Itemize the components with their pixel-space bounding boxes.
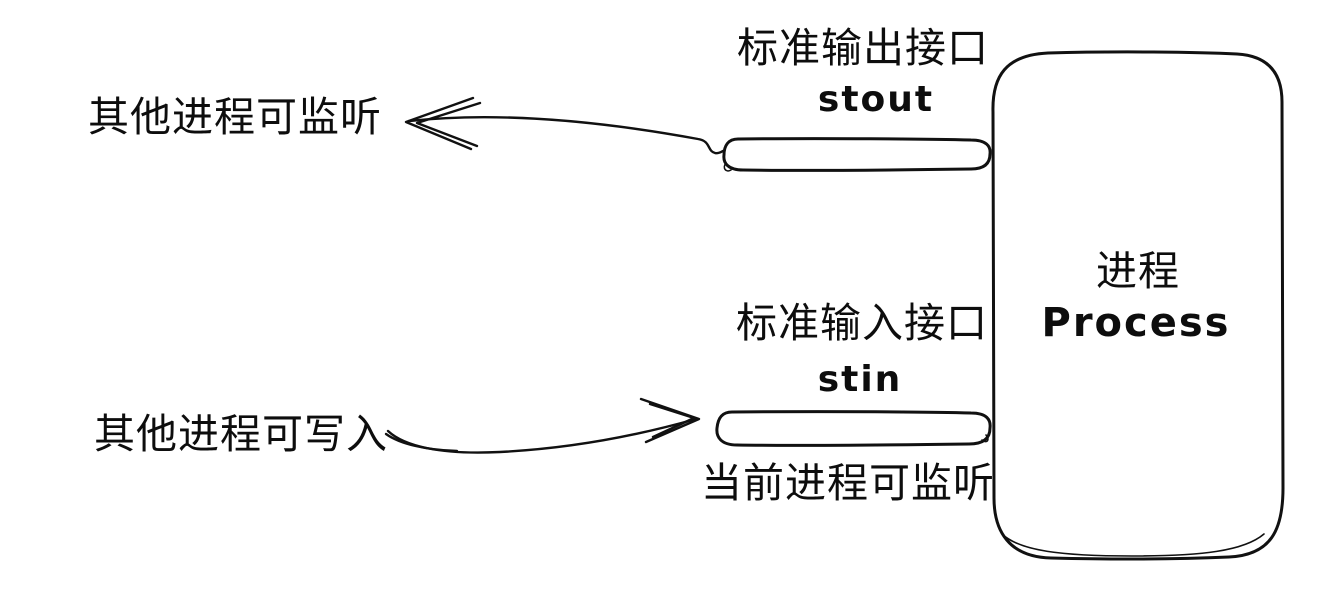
stdin-title-en: stin	[817, 359, 903, 400]
stdin-title-zh: 标准输入接口	[736, 299, 988, 347]
stdin-writer-note: 其他进程可写入	[94, 410, 388, 458]
stdout-pipe-shape	[722, 137, 992, 172]
stdin-arrow	[384, 397, 701, 454]
stdout-pipe-corner-sketch	[723, 162, 732, 172]
stdin-pipe-corner-sketch	[981, 434, 989, 443]
process-box-sketch-stroke	[1001, 533, 1265, 557]
stdout-listener-note: 其他进程可监听	[88, 93, 382, 141]
stdout-title-en: stout	[817, 79, 935, 120]
stdout-title-zh: 标准输出接口	[737, 24, 989, 72]
stdout-arrow	[404, 96, 725, 155]
stdin-pipe-shape	[715, 410, 992, 447]
stdin-current-process-note: 当前进程可监听	[701, 459, 995, 507]
process-box-shape	[991, 50, 1285, 561]
process-label-zh: 进程	[1096, 247, 1180, 295]
process-label-en: Process	[1041, 300, 1231, 346]
